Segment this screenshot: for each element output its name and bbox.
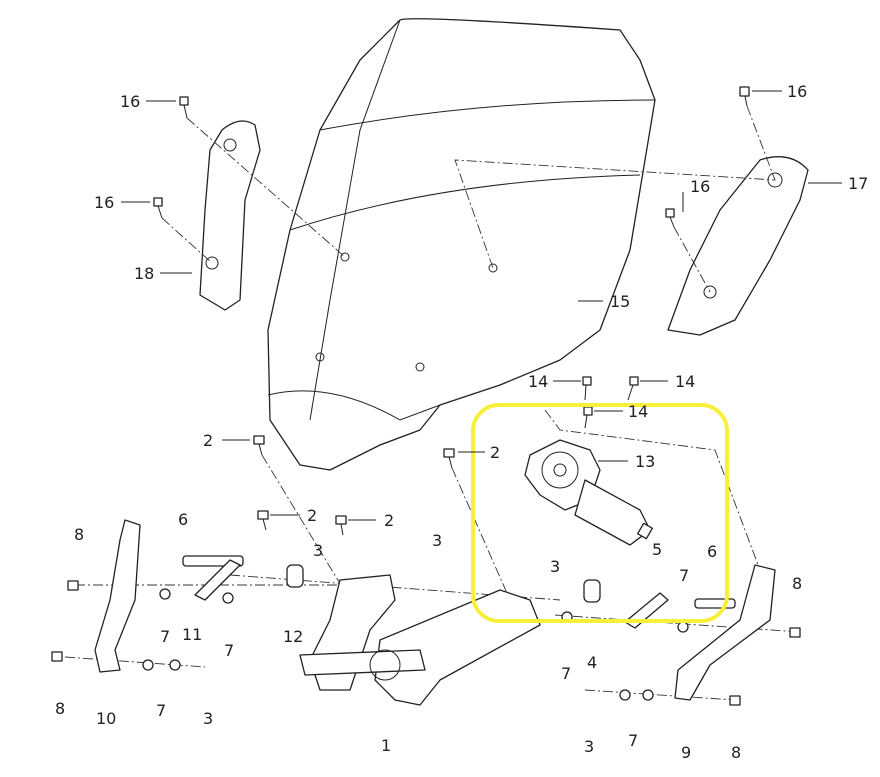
- callout-label: 2: [307, 506, 317, 525]
- callout-label: 8: [792, 574, 802, 593]
- small-parts: [51, 555, 801, 706]
- callout-label: 11: [182, 625, 202, 644]
- callout-label: 16: [94, 193, 114, 212]
- callout-label: 9: [681, 743, 691, 762]
- callout-label: 14: [628, 402, 648, 421]
- callout-label: 7: [679, 566, 689, 585]
- callout-label: 3: [550, 557, 560, 576]
- right-side-bracket-part: [667, 156, 809, 336]
- motor-part: [524, 439, 653, 546]
- screw-parts: [153, 86, 750, 536]
- callout-label: 7: [628, 731, 638, 750]
- callout-label: 3: [432, 531, 442, 550]
- callout-label: 1: [381, 736, 391, 755]
- windscreen-part: [267, 18, 656, 471]
- callout-label: 12: [283, 627, 303, 646]
- callout-label: 14: [528, 372, 548, 391]
- callout-label: 18: [134, 264, 154, 283]
- highlight-box: [471, 403, 729, 623]
- callout-label: 7: [561, 664, 571, 683]
- left-arm-part: [94, 519, 141, 673]
- callout-label: 6: [707, 542, 717, 561]
- callout-label: 3: [313, 541, 323, 560]
- callout-label: 4: [587, 653, 597, 672]
- callout-label: 16: [787, 82, 807, 101]
- callout-label: 16: [690, 177, 710, 196]
- callout-label: 15: [610, 292, 630, 311]
- right-arm-part: [674, 564, 776, 701]
- callout-label: 6: [178, 510, 188, 529]
- callout-label: 16: [120, 92, 140, 111]
- callout-label: 8: [731, 743, 741, 762]
- callout-label: 2: [203, 431, 213, 450]
- callout-label: 3: [203, 709, 213, 728]
- callout-label: 3: [584, 737, 594, 756]
- leader-lines: [121, 90, 842, 521]
- callout-label: 10: [96, 709, 116, 728]
- base-mechanism-part: [299, 574, 541, 706]
- callout-label: 13: [635, 452, 655, 471]
- callout-label: 2: [384, 511, 394, 530]
- left-side-bracket-part: [199, 120, 261, 311]
- callout-label: 7: [156, 701, 166, 720]
- callout-label: 5: [652, 540, 662, 559]
- callout-labels: 16 16 18 16 17 16 15 14 14 14 13 2 2 2 2…: [55, 82, 868, 762]
- callout-label: 2: [490, 443, 500, 462]
- callout-label: 14: [675, 372, 695, 391]
- callout-label: 8: [55, 699, 65, 718]
- callout-label: 7: [160, 627, 170, 646]
- callout-label: 8: [74, 525, 84, 544]
- callout-label: 7: [224, 641, 234, 660]
- callout-label: 17: [848, 174, 868, 193]
